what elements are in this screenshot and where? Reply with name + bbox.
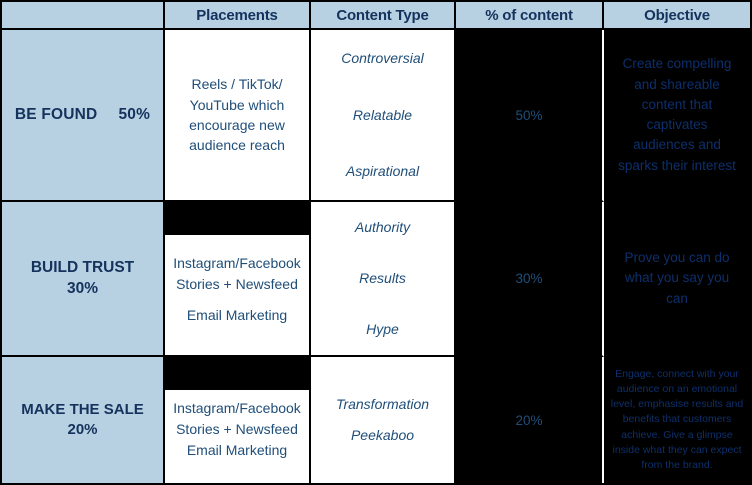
content-type-item: Transformation [335,396,430,413]
placement-line: YouTube which [189,96,285,113]
placements-cell-2: Instagram/Facebook Stories + Newsfeed Em… [165,202,311,357]
placement-line: Stories + Newsfeed [176,276,298,292]
percent-value-3: 20% [515,412,543,428]
objective-text-1: Create compelling and shareable content … [618,56,736,173]
content-type-item: Authority [354,219,411,236]
row-label-build-trust: BUILD TRUST 30% [2,202,165,357]
content-type-item: Peekaboo [350,427,415,443]
percent-value-1: 50% [515,107,543,123]
header-cell-percent: % of content [456,2,604,30]
header-label-content-type: Content Type [336,6,429,24]
placement-line: Instagram/Facebook [173,400,301,416]
header-cell-corner [2,2,165,30]
placement-line: Email Marketing [186,307,288,323]
placement-line: Reels / TikTok/ [191,76,283,93]
goal-percent-3: 20% [67,421,98,438]
placements-cell-1: Reels / TikTok/ YouTube which encourage … [165,30,311,202]
content-type-item: Hype [366,321,399,338]
goal-name-1: BE FOUND [14,105,98,123]
row-label-be-found: BE FOUND 50% [2,30,165,202]
content-type-cell-1: Controversial Relatable Aspirational [311,30,456,202]
objective-text-2: Prove you can do what you say you can [624,250,730,306]
goal-percent-1: 50% [118,105,151,123]
placement-line: Stories + Newsfeed [176,421,298,437]
content-type-cell-2: Authority Results Hype [311,202,456,357]
percent-cell-3: 20% [456,357,604,483]
percent-cell-1: 50% [456,30,604,202]
objective-cell-2: Prove you can do what you say you can [604,202,750,357]
content-type-item: Results [359,270,406,287]
row-label-make-the-sale: MAKE THE SALE 20% [2,357,165,483]
placement-line: Email Marketing [186,442,288,458]
objective-text-3: Engage, connect with your audience on an… [610,367,744,472]
percent-cell-2: 30% [456,202,604,357]
objective-cell-3: Engage, connect with your audience on an… [604,357,750,483]
goal-name-3: MAKE THE SALE [21,400,144,418]
placements-cell-3: Instagram/Facebook Stories + Newsfeed Em… [165,357,311,483]
header-label-percent: % of content [485,6,573,24]
objective-cell-1: Create compelling and shareable content … [604,30,750,202]
placement-line: encourage new [189,117,285,133]
header-label-objective: Objective [644,6,710,24]
content-type-item: Relatable [352,106,413,123]
header-cell-content-type: Content Type [311,2,456,30]
goal-name-2: BUILD TRUST [30,258,135,276]
placement-line: audience reach [189,137,285,154]
percent-value-2: 30% [515,271,543,286]
content-type-cell-3: Transformation Peekaboo [311,357,456,483]
content-type-item: Aspirational [345,163,420,180]
header-cell-placements: Placements [165,2,311,30]
header-cell-objective: Objective [604,2,750,30]
header-label-placements: Placements [196,6,278,24]
goal-percent-2: 30% [66,279,99,297]
content-type-item: Controversial [341,50,424,67]
placement-line: Instagram/Facebook [173,255,301,271]
